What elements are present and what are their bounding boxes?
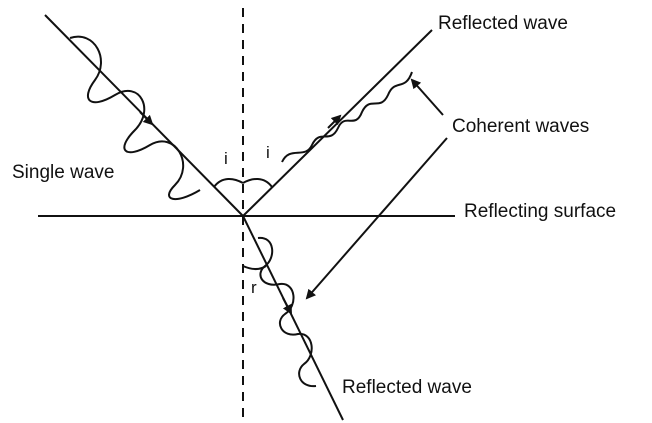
label-angle-i-right: i <box>266 143 270 162</box>
angle-arc-r <box>242 265 267 270</box>
label-reflected-wave-bottom: Reflected wave <box>342 377 472 398</box>
reflected-arrow-upper <box>327 114 342 129</box>
coherent-arrow-lower <box>305 137 448 300</box>
label-angle-i-left: i <box>224 149 228 168</box>
incident-wave-packet <box>69 35 201 201</box>
label-reflected-wave-top: Reflected wave <box>438 13 568 34</box>
label-coherent-waves: Coherent waves <box>452 116 589 137</box>
reflected-wave-lower <box>257 236 317 388</box>
label-reflecting-surface: Reflecting surface <box>464 201 616 222</box>
incident-arrow <box>139 111 154 126</box>
coherent-arrow-upper <box>410 78 444 116</box>
angle-arc-i-left <box>213 178 244 188</box>
reflected-arrow-lower <box>282 297 292 315</box>
label-single-wave: Single wave <box>12 162 114 183</box>
reflected-ray-lower <box>242 215 344 421</box>
angle-arc-i-right <box>242 178 273 188</box>
label-angle-r: r <box>251 278 257 297</box>
reflected-wave-upper <box>281 71 413 163</box>
